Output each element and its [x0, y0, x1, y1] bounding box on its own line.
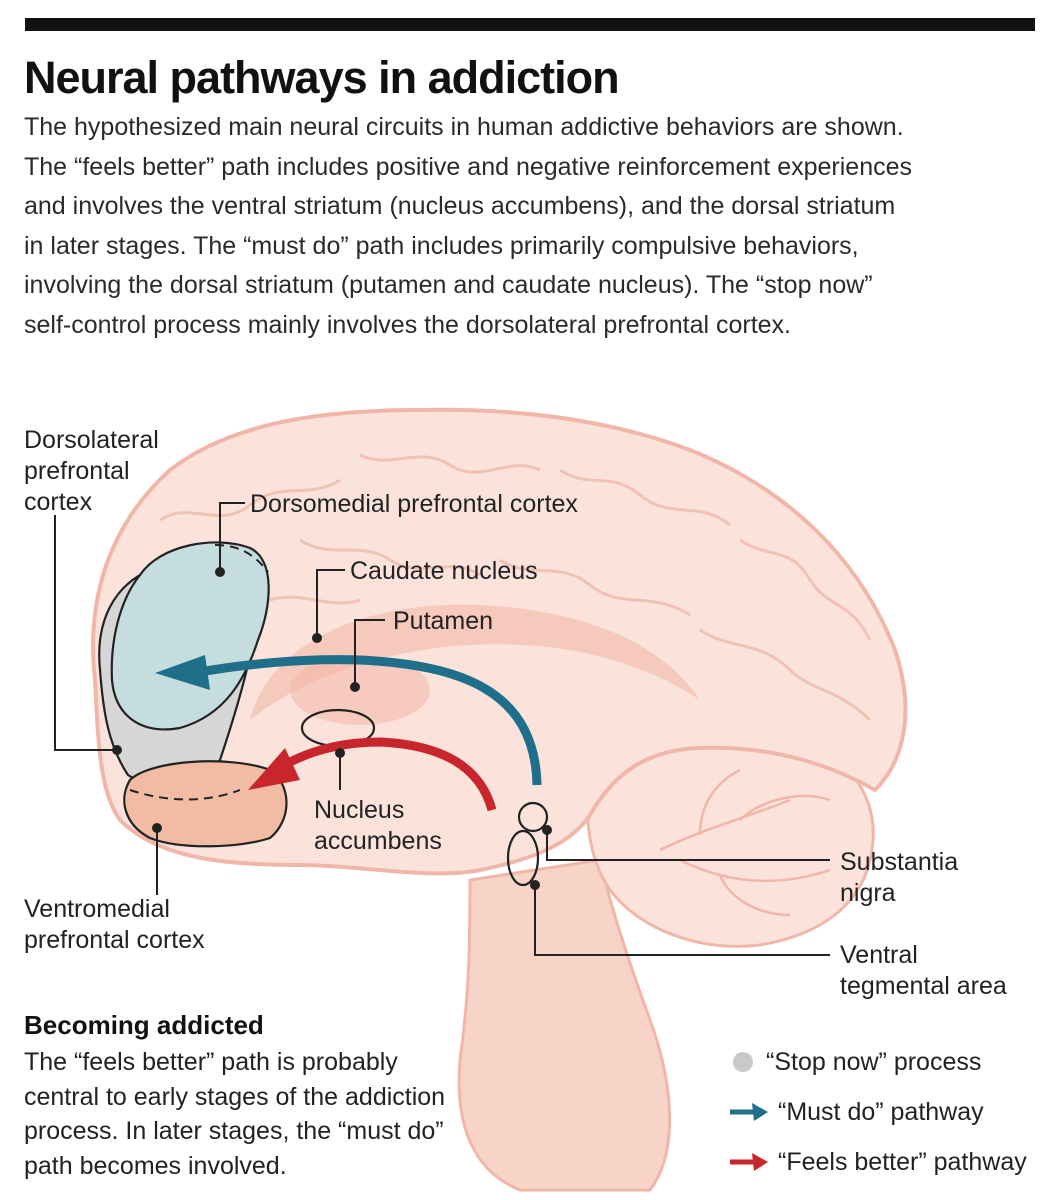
label-line: tegmental area	[840, 972, 1007, 1000]
top-rule	[25, 18, 1035, 31]
stop-now-dot-icon	[733, 1052, 753, 1072]
becoming-line: process. In later stages, the “must do”	[24, 1117, 444, 1145]
becoming-line: central to early stages of the addiction	[24, 1082, 446, 1111]
label-dlpfc: Dorsolateral prefrontal cortex	[24, 425, 159, 518]
label-line: prefrontal	[24, 457, 130, 485]
label-dmpfc: Dorsomedial prefrontal cortex	[250, 490, 578, 518]
intro-line: The hypothesized main neural circuits in…	[24, 113, 904, 141]
intro-line: involving the dorsal striatum (putamen a…	[24, 271, 873, 299]
becoming-title: Becoming addicted	[24, 1010, 264, 1040]
intro-line: and involves the ventral striatum (nucle…	[24, 192, 896, 220]
intro-paragraph: The hypothesized main neural circuits in…	[24, 108, 1034, 345]
label-line: nigra	[840, 879, 896, 907]
leader-dots	[112, 567, 552, 890]
label-line: accumbens	[314, 827, 442, 855]
legend-feels-better-label: “Feels better” pathway	[778, 1147, 1027, 1176]
brainstem-shape	[457, 858, 672, 1192]
vmpfc-region	[123, 760, 288, 848]
label-line: prefrontal cortex	[24, 926, 205, 954]
putamen-region	[290, 655, 430, 725]
legend-stop-now: “Stop now” process	[728, 1045, 981, 1079]
becoming-line: path becomes involved.	[24, 1151, 287, 1180]
cortex-folds	[159, 453, 872, 722]
legend-must-do: “Must do” pathway	[728, 1095, 984, 1129]
label-putamen: Putamen	[393, 607, 494, 635]
label-caudate: Caudate nucleus	[350, 557, 538, 585]
feels-better-arrowhead	[248, 748, 300, 790]
must-do-arrowhead	[155, 655, 210, 690]
substantia-outline	[517, 801, 549, 833]
label-vta: Ventral tegmental area	[840, 940, 1007, 1002]
label-line: Nucleus	[314, 796, 405, 824]
intro-line: self-control process mainly involves the…	[24, 310, 792, 339]
cerebellum-branches	[659, 768, 831, 917]
intro-line: in later stages. The “must do” path incl…	[24, 231, 859, 260]
label-line: Substantia	[840, 848, 959, 876]
label-line: Ventromedial	[24, 895, 170, 923]
intro-line: The “feels better” path includes positiv…	[24, 152, 913, 181]
label-substantia: Substantia nigra	[840, 847, 958, 909]
blue-arrow-icon	[730, 1103, 768, 1121]
feels-better-arrow	[287, 737, 497, 812]
dmpfc-region	[110, 541, 270, 731]
label-line: Ventral	[840, 941, 918, 969]
dmpfc-dash	[214, 544, 269, 573]
vmpfc-dash	[129, 789, 241, 801]
legend-stop-now-label: “Stop now” process	[766, 1047, 982, 1076]
must-do-arrow	[199, 655, 542, 786]
page-title: Neural pathways in addiction	[24, 52, 620, 103]
vta-outline	[506, 829, 540, 887]
leader-lines	[54, 502, 830, 956]
corpus-callosum	[250, 604, 700, 720]
legend-feels-better: “Feels better” pathway	[728, 1145, 1027, 1179]
becoming-line: The “feels better” path is probably	[24, 1048, 398, 1076]
red-arrow-icon	[730, 1153, 768, 1171]
label-accumbens: Nucleus accumbens	[314, 795, 442, 857]
legend-must-do-label: “Must do” pathway	[778, 1097, 984, 1126]
becoming-text: The “feels better” path is probably cent…	[24, 1045, 445, 1183]
label-vmpfc: Ventromedial prefrontal cortex	[24, 894, 205, 956]
label-line: Dorsolateral	[24, 426, 159, 454]
label-line: cortex	[24, 488, 93, 516]
